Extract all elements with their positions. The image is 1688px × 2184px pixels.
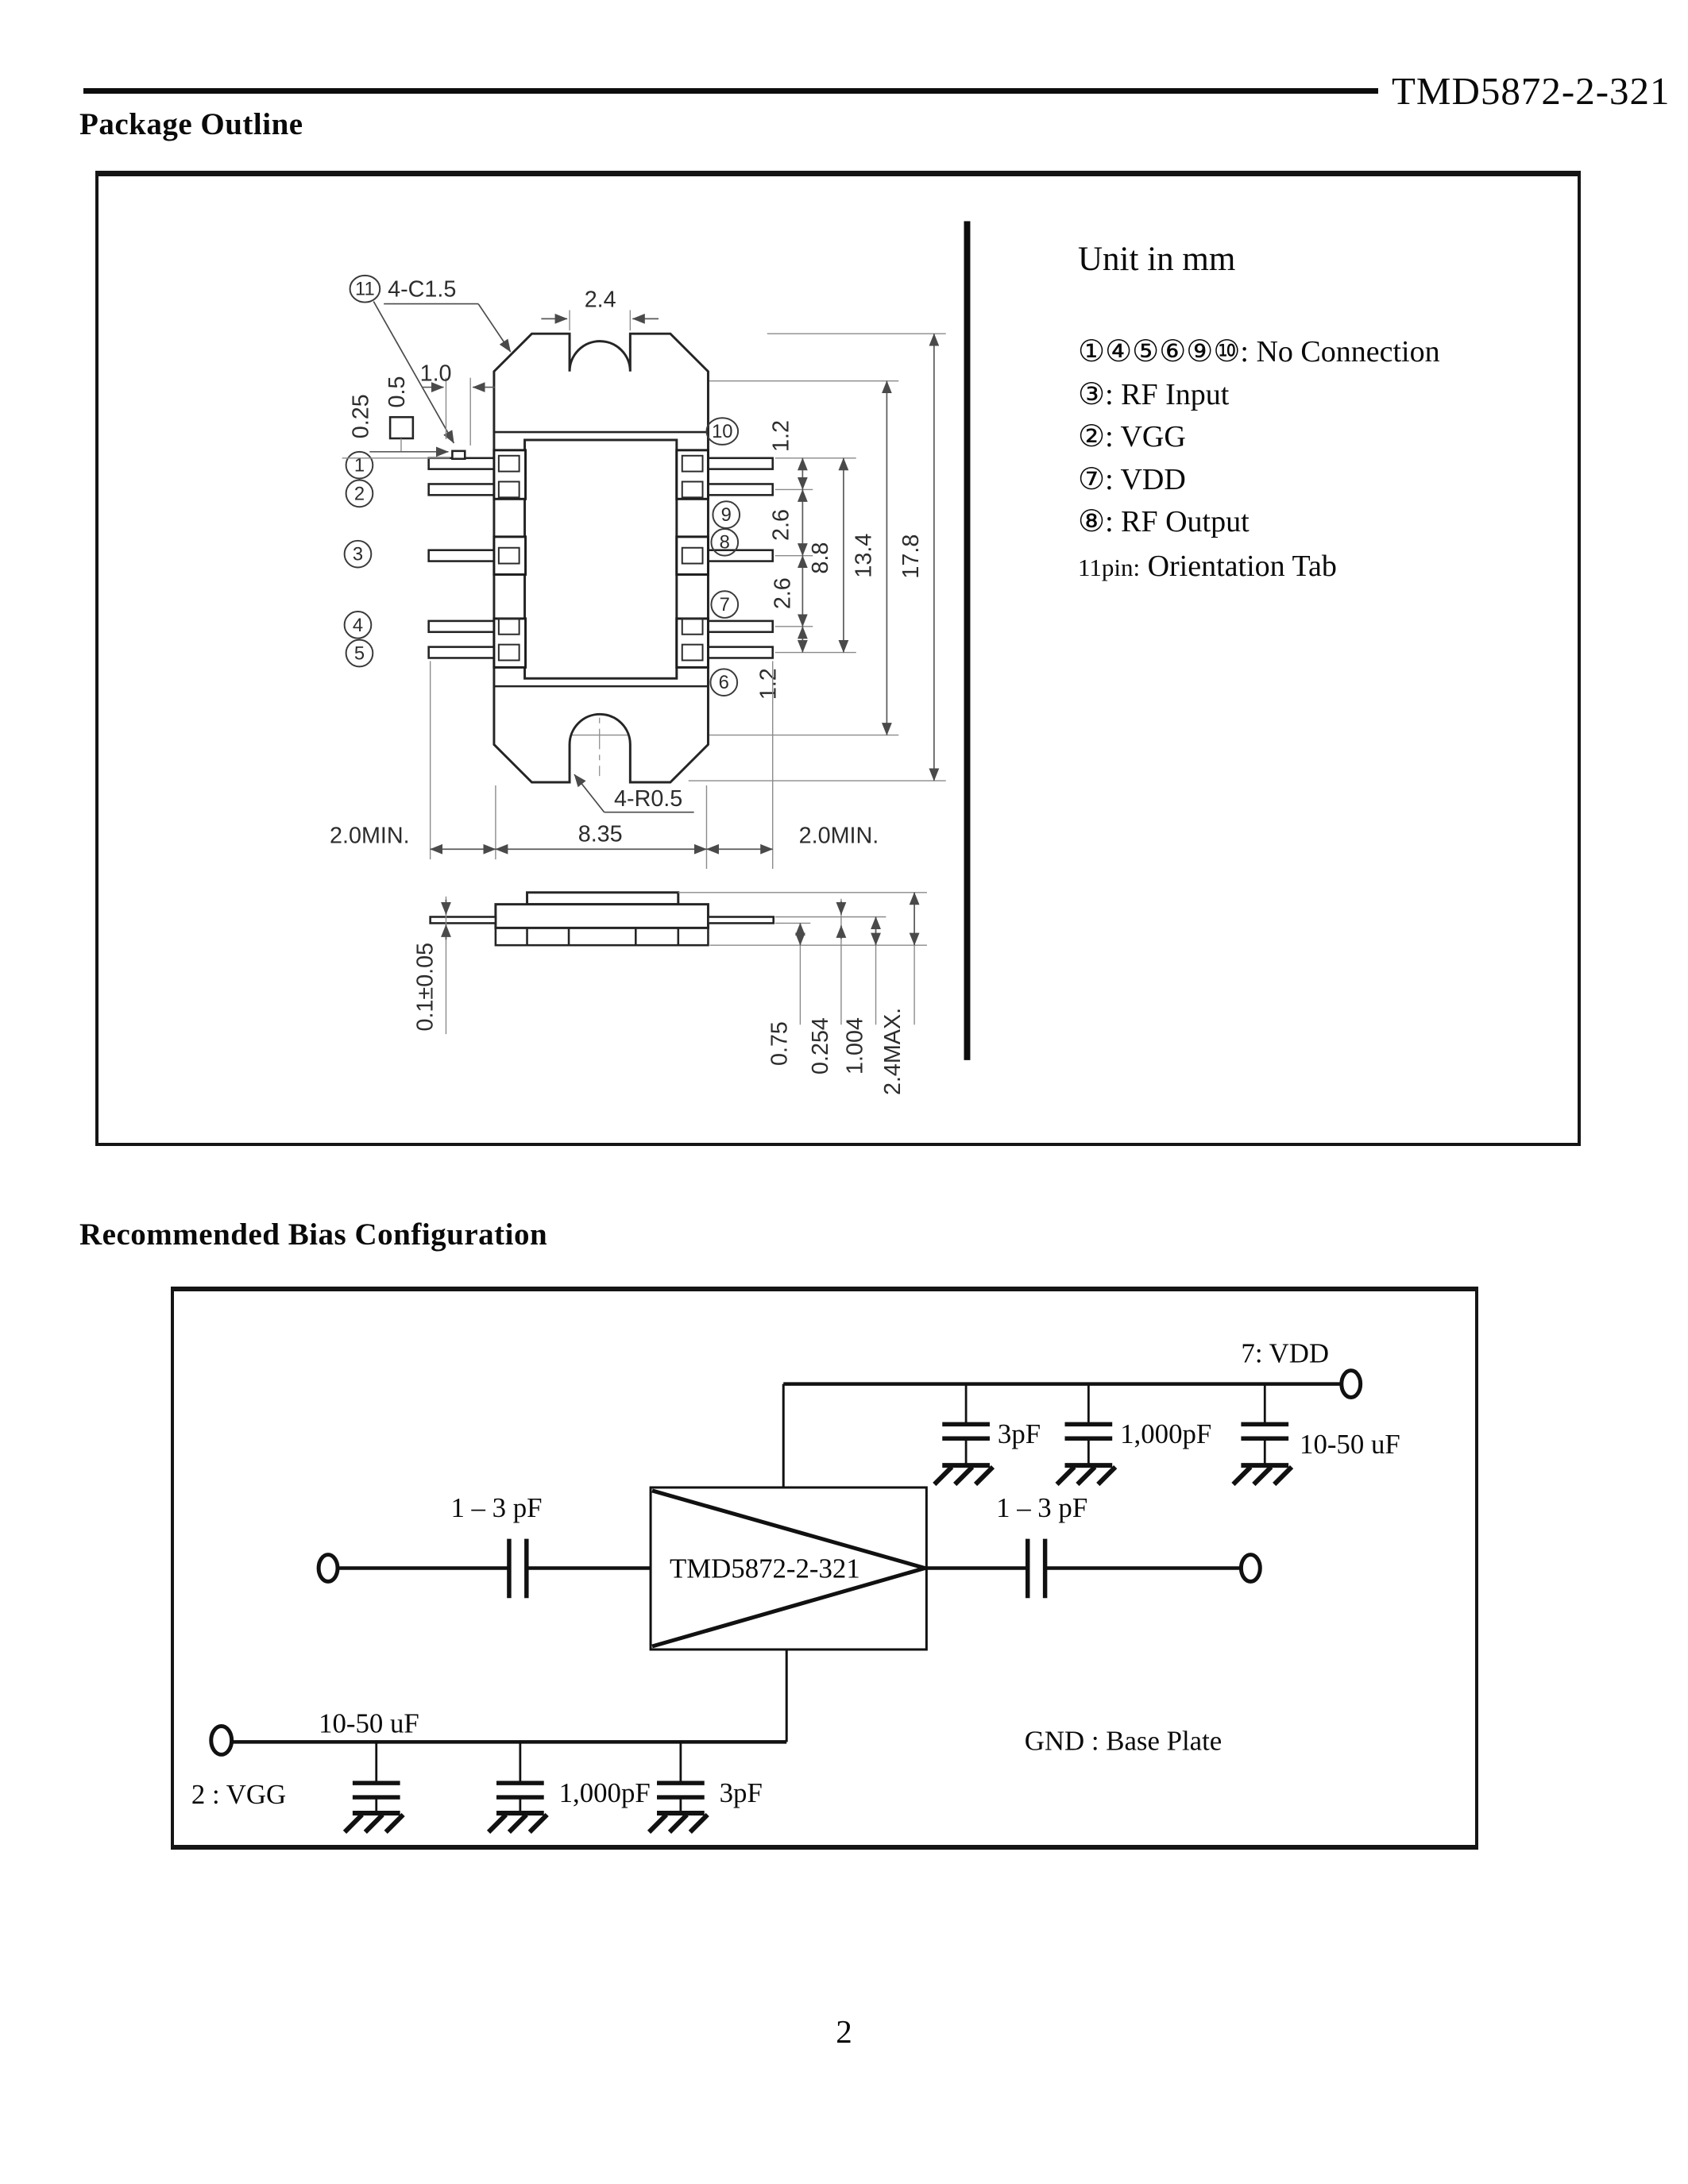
- vgg-cap2-label: 1,000pF: [559, 1777, 651, 1808]
- dim-0.254: 0.254: [808, 1017, 833, 1075]
- dim-tab-size: 0.25 0.5: [342, 376, 450, 459]
- pin-label-5: 5: [354, 642, 365, 664]
- pins-left: [427, 449, 527, 669]
- legend-11pin-prefix: 11pin:: [1078, 553, 1141, 581]
- bias-configuration-figure: 7: VDD 3pF 1,000pF: [171, 1287, 1478, 1850]
- vdd-terminal: [1339, 1368, 1363, 1400]
- legend-orientation-tab: 11pin: Orientation Tab: [1078, 546, 1555, 588]
- gnd-note: GND : Base Plate: [1025, 1725, 1222, 1756]
- vgg-network: 10-50 uF 2 : VGG GND : Base Plate 1,000p…: [191, 1649, 1222, 1832]
- leader-r05: 4-R0.5: [574, 774, 694, 813]
- dim-0.75: 0.75: [767, 1021, 793, 1066]
- amplifier-triangle: [651, 1488, 933, 1649]
- pin-label-7: 7: [720, 594, 730, 615]
- dim-2.4max: 2.4MAX.: [880, 1008, 906, 1095]
- input-cap-label: 1 – 3 pF: [450, 1492, 542, 1523]
- vgg-label: 2 : VGG: [191, 1779, 286, 1810]
- ground-vgg-2: [489, 1813, 547, 1832]
- dim-pin-pitch-chain: 1.2 2.6 2.6 1.2: [756, 420, 808, 700]
- unit-note: Unit in mm: [1078, 241, 1236, 278]
- header-rule: [83, 88, 1378, 94]
- pin-legend: Unit in mm ①④⑤⑥⑨⑩: No Connection ③: RF I…: [1078, 240, 1555, 588]
- pin-label-1: 1: [354, 455, 365, 477]
- rf-path: 1 – 3 pF TMD5872-2-321 1 – 3 pF: [316, 1486, 1262, 1651]
- dim-2.0min-left: 2.0MIN.: [330, 823, 410, 848]
- pin-label-9: 9: [721, 504, 732, 526]
- vdd-network: 7: VDD 3pF 1,000pF: [782, 1338, 1400, 1488]
- pin-label-10: 10: [712, 421, 732, 442]
- dim-2.4: 2.4: [585, 287, 616, 312]
- dim-0.1: 0.1±0.05: [413, 943, 438, 1032]
- ground-vdd-1: [934, 1465, 993, 1484]
- ground-vgg-3: [649, 1813, 708, 1832]
- package-outline-figure: 1 2 3 4 5 10 9 8 7 6 11 4-C1.5: [95, 171, 1581, 1146]
- dim-1.0: 1.0: [420, 361, 452, 387]
- pin-label-8: 8: [720, 532, 730, 554]
- vdd-label: 7: VDD: [1241, 1338, 1329, 1369]
- dim-2.0min-right: 2.0MIN.: [799, 823, 879, 848]
- document-number: TMD5872-2-321: [1392, 69, 1671, 113]
- package-body: [523, 438, 678, 680]
- vdd-cap3-label: 10-50 uF: [1300, 1429, 1400, 1460]
- dim-2.6-b: 2.6: [771, 577, 796, 609]
- vgg-cap3-label: 3pF: [720, 1777, 763, 1808]
- legend-no-connection: ①④⑤⑥⑨⑩: No Connection: [1078, 335, 1440, 369]
- legend-rf-input: ③: RF Input: [1078, 377, 1230, 411]
- output-cap-label: 1 – 3 pF: [996, 1492, 1087, 1523]
- dim-1.004: 1.004: [843, 1017, 868, 1075]
- dim-1.2-bottom: 1.2: [756, 668, 782, 700]
- amplifier-label: TMD5872-2-321: [670, 1553, 860, 1584]
- pin-label-4: 4: [353, 615, 363, 636]
- package-outline-drawing: 1 2 3 4 5 10 9 8 7 6 11 4-C1.5: [330, 221, 971, 1095]
- dim-2.6-a: 2.6: [769, 509, 794, 541]
- dim-13.4: 13.4: [852, 534, 877, 578]
- legend-11pin-label: Orientation Tab: [1147, 549, 1337, 583]
- section-title-package-outline: Package Outline: [79, 107, 303, 141]
- ground-vdd-2: [1057, 1465, 1116, 1484]
- rf-output-terminal: [1238, 1553, 1262, 1584]
- pins-right: [675, 449, 774, 669]
- leader-lines: 4-C1.5: [373, 277, 512, 444]
- pin-number-labels: 1 2 3 4 5 10 9 8 7 6 11: [343, 274, 741, 697]
- pin-label-2: 2: [354, 483, 365, 504]
- bias-schematic: 7: VDD 3pF 1,000pF: [191, 1338, 1400, 1835]
- side-view: [429, 891, 774, 947]
- section-title-bias: Recommended Bias Configuration: [79, 1217, 548, 1252]
- ground-vgg-1: [345, 1813, 404, 1832]
- vdd-cap2-label: 1,000pF: [1120, 1418, 1211, 1449]
- dim-1.2-top: 1.2: [769, 420, 794, 452]
- dim-0.5: 0.5: [384, 376, 410, 408]
- orientation-tab: [451, 450, 466, 461]
- dim-4-R0.5: 4-R0.5: [614, 786, 682, 812]
- dim-8.35: 8.35: [578, 821, 623, 847]
- dim-bottom-widths: 2.0MIN. 8.35 2.0MIN.: [330, 661, 879, 870]
- legend-vdd: ⑦: VDD: [1078, 462, 1186, 496]
- dim-0.25: 0.25: [348, 394, 373, 438]
- page-number: 2: [836, 2013, 852, 2050]
- dim-17.8: 17.8: [898, 534, 924, 579]
- dim-notch-width: 2.4: [541, 287, 659, 331]
- dim-tab-offset: 1.0: [420, 361, 495, 446]
- vdd-cap1-label: 3pF: [998, 1418, 1041, 1449]
- pin-label-3: 3: [353, 544, 363, 565]
- figure-divider: [964, 221, 971, 1060]
- ground-vdd-3: [1233, 1465, 1292, 1484]
- vgg-cap1-label: 10-50 uF: [319, 1707, 419, 1738]
- rf-input-terminal: [316, 1553, 340, 1584]
- dim-8.8: 8.8: [808, 542, 833, 574]
- legend-vgg: ②: VGG: [1078, 420, 1186, 453]
- dim-vertical-spans: 8.8 13.4 17.8: [688, 333, 946, 781]
- dim-4-C1.5: 4-C1.5: [388, 277, 456, 303]
- square-symbol: [388, 415, 415, 440]
- pin-label-11: 11: [355, 279, 375, 300]
- vgg-terminal: [209, 1724, 234, 1757]
- pin-label-6: 6: [719, 672, 729, 693]
- legend-rf-output: ⑧: RF Output: [1078, 505, 1250, 538]
- side-view-dims: 0.1±0.05 0.75 0.254 1.004 2.4MAX.: [413, 892, 927, 1095]
